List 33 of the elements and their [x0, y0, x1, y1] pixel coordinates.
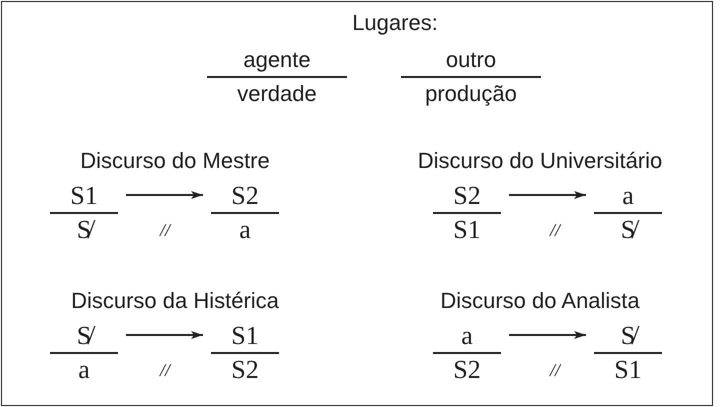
- denominator-text: S2: [452, 354, 482, 386]
- numerator-text: agente: [207, 44, 347, 78]
- numerator-text: S2: [433, 180, 501, 214]
- denominator-text: a: [238, 214, 252, 246]
- numerator-text: outro: [401, 44, 541, 78]
- numerator-text: S̸: [594, 320, 662, 354]
- denominator-text: S̸: [594, 214, 662, 246]
- numerator-text: S1: [211, 320, 279, 354]
- denominator-text: verdade: [236, 80, 318, 108]
- arrow: [126, 191, 203, 199]
- impossibility-mark: //: [160, 220, 170, 241]
- arrow: [126, 331, 203, 339]
- denominator-text: S1: [452, 214, 482, 246]
- numerator-text: a: [594, 180, 662, 214]
- heading-text: Lugares:: [352, 10, 438, 36]
- numerator-text: S̸: [50, 320, 118, 354]
- heading-text: Discurso da Histérica: [71, 288, 279, 314]
- denominator-text: S̸: [50, 214, 118, 246]
- arrow: [509, 331, 586, 339]
- heading-text: Discurso do Analista: [440, 288, 640, 314]
- arrow: [509, 191, 586, 199]
- heading-text: Discurso do Universitário: [418, 148, 662, 174]
- numerator-text: a: [433, 320, 501, 354]
- impossibility-mark: //: [160, 360, 170, 381]
- denominator-text: produção: [424, 80, 518, 108]
- numerator-text: S2: [211, 180, 279, 214]
- denominator-text: S1: [613, 354, 643, 386]
- impossibility-mark: //: [550, 360, 560, 381]
- numerator-text: S1: [50, 180, 118, 214]
- denominator-text: a: [77, 354, 91, 386]
- denominator-text: S2: [230, 354, 260, 386]
- heading-text: Discurso do Mestre: [80, 148, 270, 174]
- impossibility-mark: //: [550, 220, 560, 241]
